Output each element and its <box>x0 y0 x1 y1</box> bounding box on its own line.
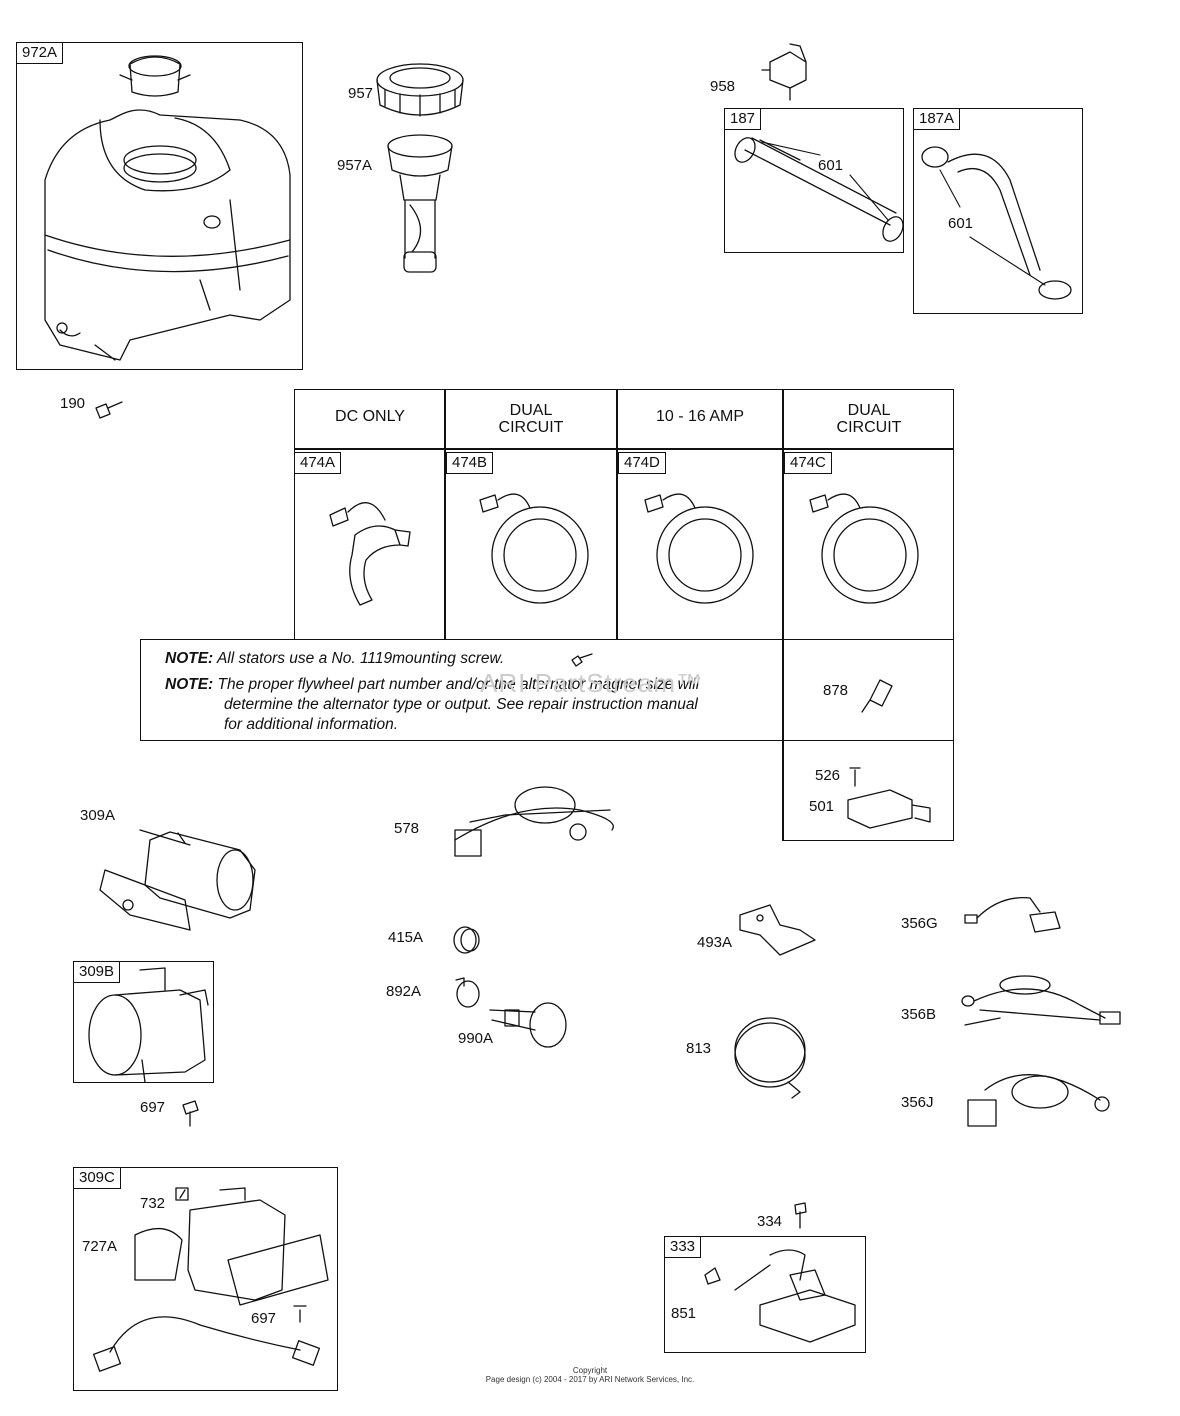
table-divider <box>616 389 618 640</box>
note-2: NOTE: The proper flywheel part number an… <box>165 676 700 693</box>
switch-892A-drawing <box>455 977 480 1008</box>
copyright-footer: Copyright Page design (c) 2004 - 2017 by… <box>485 1366 695 1384</box>
stator-474B-drawing <box>479 493 589 604</box>
leader-lines <box>761 141 1046 286</box>
table-divider <box>444 389 446 640</box>
harness-356J-drawing <box>967 1074 1110 1127</box>
label-813: 813 <box>686 1040 712 1057</box>
label-957A: 957A <box>337 157 373 174</box>
shutoff-valve-drawing <box>761 43 807 101</box>
header-dc-only: DC ONLY <box>335 408 405 425</box>
label-501: 501 <box>809 798 835 815</box>
tag-474C: 474C <box>784 452 832 474</box>
label-578: 578 <box>394 820 420 837</box>
label-190: 190 <box>60 395 86 412</box>
label-990A: 990A <box>458 1030 494 1047</box>
regulator-cell <box>782 740 954 841</box>
box-972A <box>16 42 303 370</box>
starter-309C-drawing <box>92 1187 329 1372</box>
label-851: 851 <box>671 1305 697 1322</box>
screw-697-drawing <box>182 1100 199 1127</box>
tag-972A: 972A <box>16 42 64 64</box>
box-309B <box>73 961 214 1083</box>
box-187 <box>724 108 904 253</box>
fuel-tank-drawing <box>44 55 291 361</box>
fuel-line-bent-drawing <box>921 146 1072 300</box>
harness-578-drawing <box>454 786 614 857</box>
label-697-b: 697 <box>251 1310 277 1327</box>
label-697-a: 697 <box>140 1099 166 1116</box>
label-958: 958 <box>710 78 736 95</box>
label-526: 526 <box>815 767 841 784</box>
note-2-line2: determine the alternator type or output.… <box>224 696 698 713</box>
box-309C <box>73 1167 338 1391</box>
label-601-a: 601 <box>818 157 844 174</box>
table-header-rule <box>294 448 954 450</box>
note-box <box>140 639 954 741</box>
label-892A: 892A <box>386 983 422 1000</box>
screw-334-drawing <box>794 1202 807 1229</box>
stator-474A-drawing <box>329 502 411 606</box>
watermark: ARI PartStream™ <box>480 668 704 698</box>
cap-dipstick-drawing <box>387 134 453 273</box>
label-732: 732 <box>140 1195 166 1212</box>
harness-356G-drawing <box>964 897 1061 933</box>
bracket-493A-drawing <box>739 904 816 956</box>
screw-190-drawing <box>95 401 123 419</box>
stator-474D-drawing <box>644 493 754 604</box>
label-356J: 356J <box>901 1094 934 1111</box>
label-727A: 727A <box>82 1238 118 1255</box>
fuel-cap-drawing <box>376 63 464 117</box>
tag-187: 187 <box>724 108 762 130</box>
label-334: 334 <box>757 1213 783 1230</box>
tag-474A: 474A <box>294 452 342 474</box>
table-divider <box>782 389 784 841</box>
tag-309C: 309C <box>73 1167 121 1189</box>
label-356B: 356B <box>901 1006 937 1023</box>
regulator-drawing <box>847 767 931 829</box>
stator-474C-drawing <box>809 493 919 604</box>
clamp-813-drawing <box>734 1017 806 1099</box>
tag-187A: 187A <box>913 108 961 130</box>
tag-474D: 474D <box>618 452 666 474</box>
ignition-module-drawing <box>704 1249 856 1343</box>
box-333 <box>664 1236 866 1353</box>
mounting-screw-drawing <box>571 653 593 667</box>
label-878: 878 <box>823 682 849 699</box>
knob-990A-drawing <box>489 1002 567 1048</box>
label-415A: 415A <box>388 929 424 946</box>
label-309A: 309A <box>80 807 116 824</box>
label-493A: 493A <box>697 934 733 951</box>
label-356G: 356G <box>901 915 938 932</box>
starter-309A-drawing <box>99 829 256 931</box>
switch-415A-drawing <box>453 926 480 954</box>
tag-474B: 474B <box>446 452 494 474</box>
note-2-line3: for additional information. <box>224 716 399 733</box>
label-957: 957 <box>348 85 374 102</box>
connector-878-drawing <box>861 679 893 713</box>
header-10-16-amp: 10 - 16 AMP <box>655 408 745 425</box>
harness-356B-drawing <box>961 975 1121 1026</box>
label-601-b: 601 <box>948 215 974 232</box>
tag-309B: 309B <box>73 961 121 983</box>
starter-309B-drawing <box>88 967 209 1083</box>
tag-333: 333 <box>664 1236 702 1258</box>
note-1: NOTE: All stators use a No. 1119mounting… <box>165 650 505 667</box>
box-187A <box>913 108 1083 314</box>
